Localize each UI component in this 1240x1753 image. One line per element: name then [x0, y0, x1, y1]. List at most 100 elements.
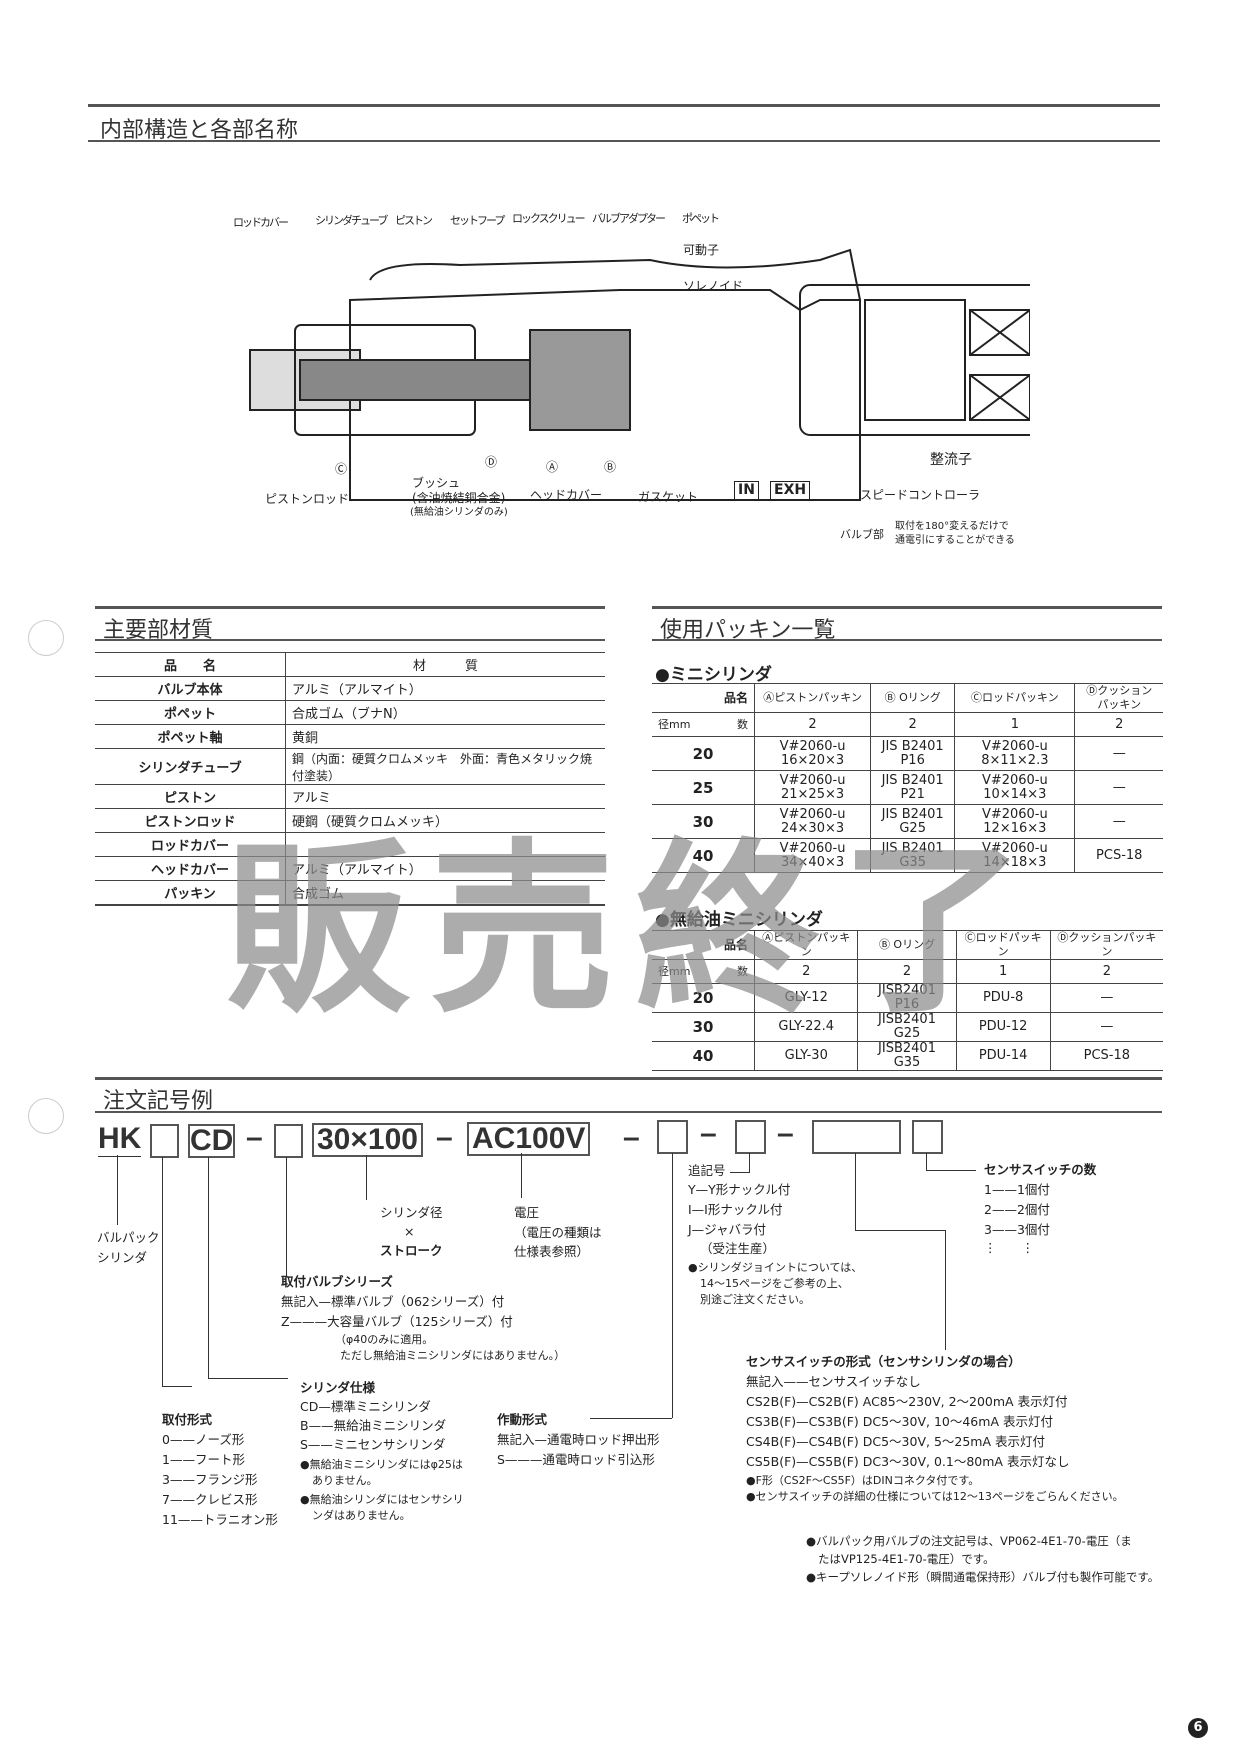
- packing-cell: V#2060-u 12×16×3: [954, 804, 1076, 839]
- packing-cell: JISB2401 P16: [857, 983, 957, 1013]
- binder-hole: [28, 1098, 64, 1134]
- sensor-count-item: ⋮ ⋮: [984, 1240, 1035, 1255]
- valve-series-note: （φ40のみに適用。: [335, 1333, 434, 1346]
- cell: 鋼（内面：硬質クロムメッキ 外面：青色メタリック焼付塗装）: [285, 748, 605, 785]
- label-bore: シリンダ径: [380, 1205, 443, 1220]
- cyl-spec-item: CD—標準ミニシリンダ: [300, 1399, 431, 1414]
- table-row: ロッドカバー: [95, 832, 605, 857]
- cyl-spec-item: B——無給油ミニシリンダ: [300, 1418, 447, 1433]
- cell: 黄銅: [285, 724, 605, 749]
- qty-cell: 2: [1074, 712, 1163, 737]
- code-hk: HK: [98, 1122, 142, 1157]
- packing-cell: V#2060-u 24×30×3: [753, 804, 872, 839]
- packing-cell: JIS B2401 P16: [870, 736, 956, 771]
- cyl-spec-note: ありません。: [312, 1474, 378, 1487]
- code-sensor-count-box: [912, 1120, 943, 1154]
- cylinder-cross-section-diagram: [249, 248, 1030, 501]
- packing-cell: V#2060-u 14×18×3: [954, 838, 1076, 873]
- label-piston: ピストン: [395, 214, 433, 227]
- label-stroke: ストローク: [380, 1243, 443, 1258]
- cell: ヘッドカバー: [95, 856, 287, 881]
- col-header: 材 質: [285, 652, 605, 677]
- packing-cell: V#2060-u 34×40×3: [753, 838, 872, 873]
- label-head-cover: ヘッドカバー: [530, 488, 603, 502]
- suffix-item: （受注生産）: [700, 1241, 776, 1256]
- section-title: 注文記号例: [103, 1089, 214, 1114]
- label-bush-note: (含油焼結銅合金): [412, 491, 506, 505]
- action-item: S———通電時ロッド引込形: [497, 1452, 655, 1467]
- discontinued-watermark: 販売終了: [225, 822, 1045, 1038]
- cell: 合成ゴム: [285, 880, 605, 905]
- corner-label: 品名: [652, 683, 755, 713]
- packing-cell: JIS B2401 P21: [870, 770, 956, 805]
- mount-item: 7——クレビス形: [162, 1492, 258, 1507]
- cell: アルミ: [285, 784, 605, 809]
- label-valve-part: バルブ部: [840, 528, 884, 541]
- suffix-item: J—ジャバラ付: [688, 1222, 767, 1237]
- label-mark-b: Ⓑ: [604, 460, 617, 474]
- cell: アルミ（アルマイト）: [285, 856, 605, 881]
- cyl-spec-note: ンダはありません。: [312, 1509, 411, 1522]
- table-row: パッキン合成ゴム: [95, 880, 605, 905]
- label-lock-screw: ロックスクリュー: [512, 212, 586, 225]
- sensor-type-item: CS3B(F)—CS3B(F) DC5〜30V, 10〜46mA 表示灯付: [746, 1414, 1053, 1429]
- label-times: ×: [404, 1224, 415, 1239]
- corner-label: 数: [737, 964, 748, 978]
- cell: ピストン: [95, 784, 287, 809]
- packing-cell: PDU-14: [955, 1041, 1051, 1071]
- bore-cell: 30: [652, 1012, 755, 1042]
- code-size-box: 30×100: [312, 1123, 423, 1157]
- divider: [95, 1077, 1162, 1080]
- cell: アルミ（アルマイト）: [285, 676, 605, 701]
- section-title: 主要部材質: [103, 618, 214, 643]
- cell: シリンダチューブ: [95, 748, 287, 785]
- subsection-title: ●無給油ミニシリンダ: [655, 910, 823, 930]
- packing-cell: —: [1074, 770, 1163, 805]
- cyl-spec-title: シリンダ仕様: [300, 1380, 376, 1395]
- divider: [88, 140, 1160, 142]
- code-dash: –: [623, 1121, 640, 1154]
- packing-cell: —: [1074, 736, 1163, 771]
- divider: [95, 1111, 1162, 1113]
- corner-label: 径mm: [658, 717, 691, 731]
- label-mark-a: Ⓐ: [546, 460, 559, 474]
- divider: [95, 639, 605, 641]
- cell: バルブ本体: [95, 676, 287, 701]
- label-piston-rod: ピストンロッド: [265, 492, 350, 506]
- table-row: ピストンアルミ: [95, 784, 605, 809]
- action-title: 作動形式: [497, 1412, 548, 1427]
- packing-cell: V#2060-u 8×11×2.3: [954, 736, 1076, 771]
- cyl-spec-item: S——ミニセンサシリンダ: [300, 1437, 446, 1452]
- qty-cell: 1: [955, 959, 1051, 984]
- binder-hole: [28, 620, 64, 656]
- sensor-count-title: センサスイッチの数: [984, 1162, 1097, 1177]
- cell: ポペット: [95, 700, 287, 725]
- label-valve-note1: 取付を180°変えるだけで: [895, 521, 1009, 532]
- section-title: 使用パッキン一覧: [660, 618, 836, 643]
- cyl-spec-note: ●無給油ミニシリンダにはφ25は: [300, 1458, 463, 1471]
- code-cd-box: CD: [188, 1124, 236, 1158]
- page-number: 6: [1188, 1718, 1208, 1738]
- col-header: Ⓒロッドパッキン: [954, 683, 1076, 713]
- table-row: ピストンロッド硬鋼（硬質クロムメッキ）: [95, 808, 605, 833]
- packing-cell: GLY-12: [753, 983, 859, 1013]
- sensor-type-item: 無記入——センサスイッチなし: [746, 1374, 921, 1389]
- bore-cell: 20: [652, 983, 755, 1013]
- packing-cell: V#2060-u 16×20×3: [753, 736, 872, 771]
- footnote: ●バルパック用バルブの注文記号は、VP062-4E1-70-電圧（ま: [806, 1534, 1132, 1548]
- suffix-note: 別途ご注文ください。: [700, 1293, 810, 1306]
- code-suffix-box: [735, 1120, 766, 1154]
- mount-item: 0——ノーズ形: [162, 1432, 245, 1447]
- sensor-count-item: 2——2個付: [984, 1202, 1050, 1217]
- mount-item: 1——フート形: [162, 1452, 245, 1467]
- table-row: バルブ本体アルミ（アルマイト）: [95, 676, 605, 701]
- mount-item: 3——フランジ形: [162, 1472, 258, 1487]
- label-solenoid: ソレノイド: [683, 279, 744, 293]
- packing-cell: —: [1074, 804, 1163, 839]
- table-row: ポペット合成ゴム（ブナN）: [95, 700, 605, 725]
- code-action-box: [657, 1120, 688, 1154]
- label-voltage-note1: （電圧の種類は: [514, 1225, 602, 1240]
